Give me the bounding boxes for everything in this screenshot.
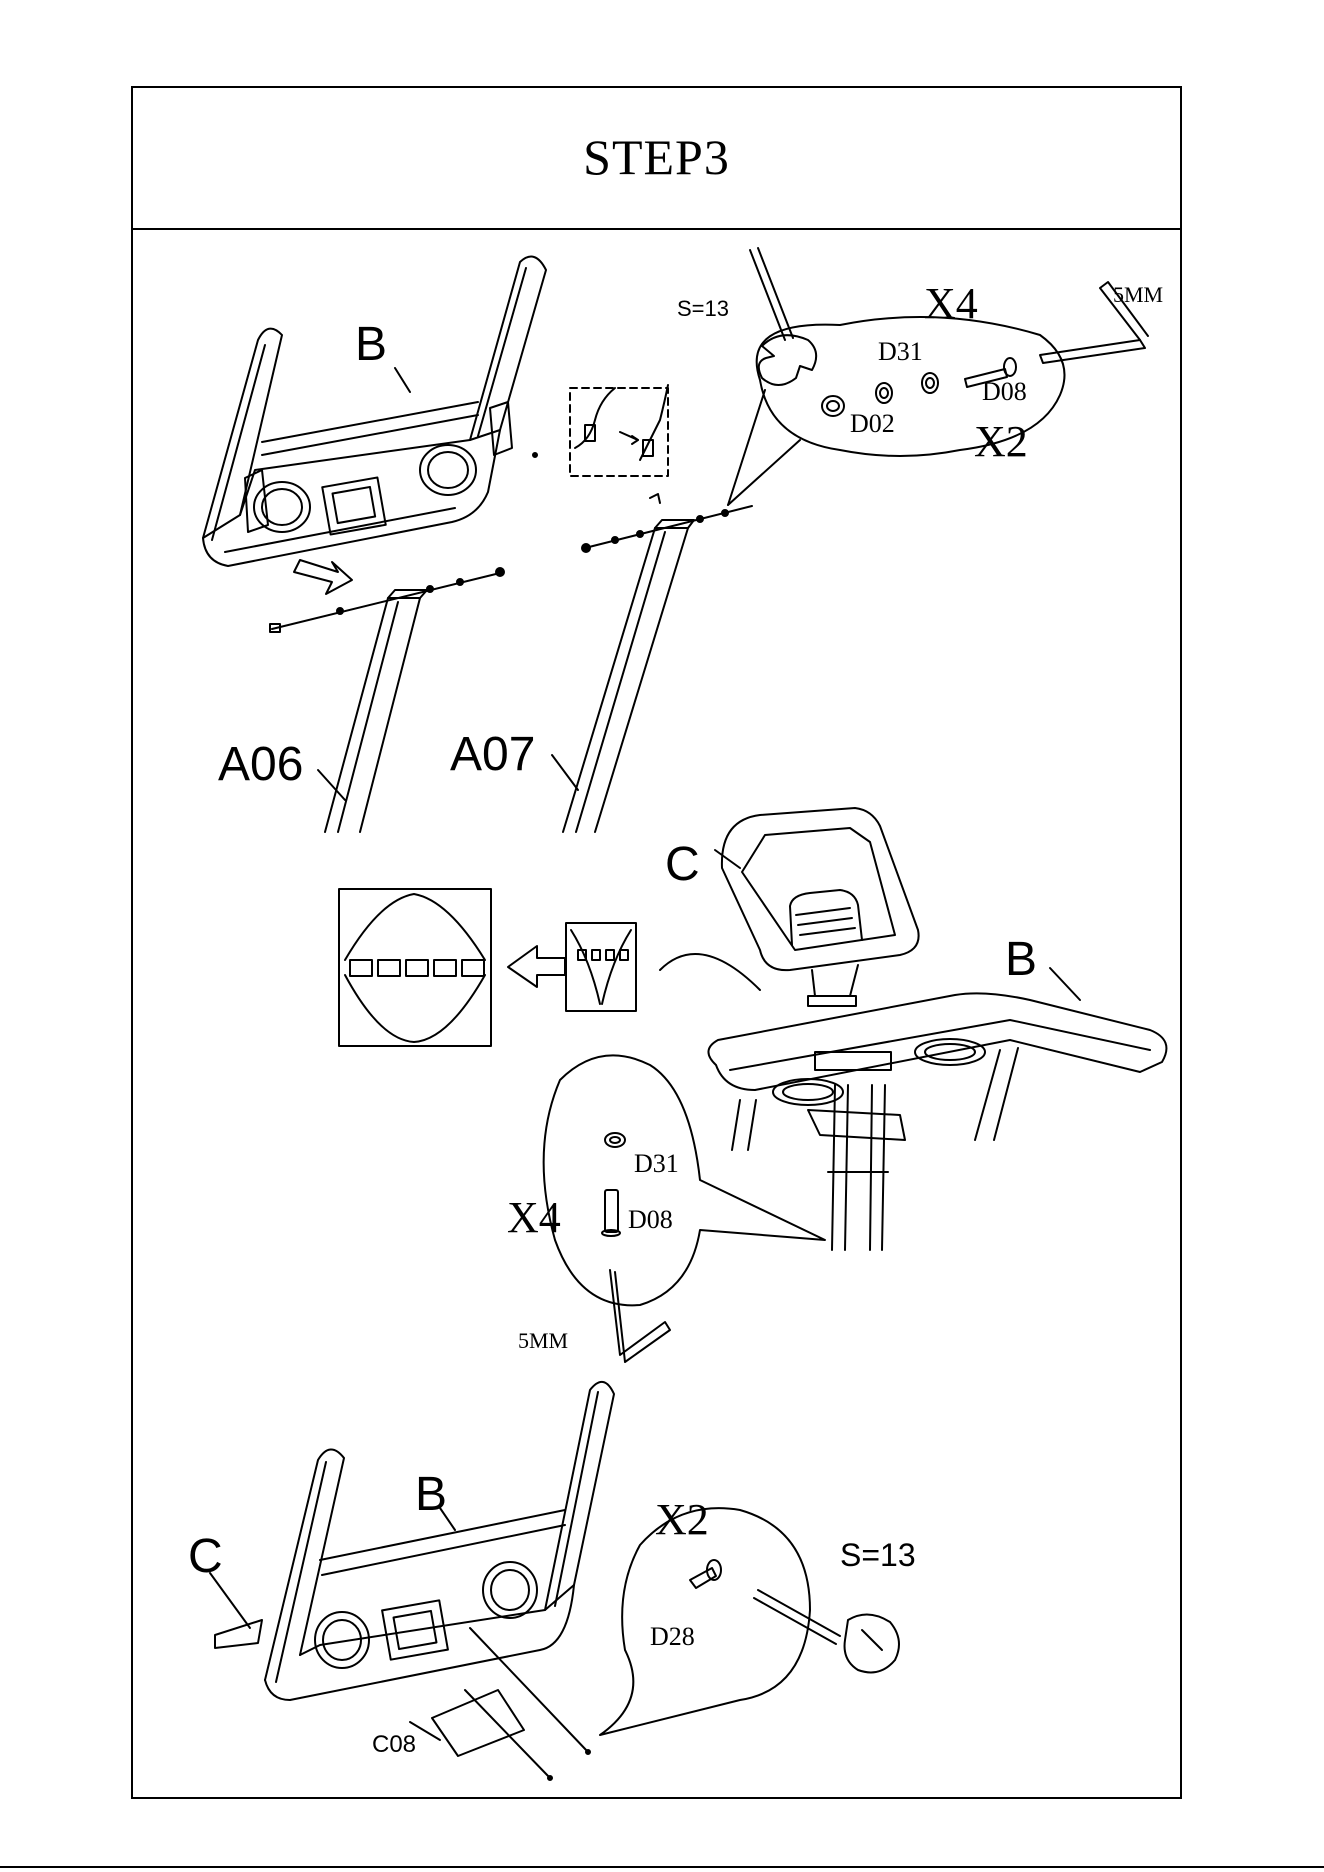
- console-connectors: [808, 965, 858, 1006]
- bolt-assembly-a07: [582, 494, 752, 552]
- bottom-screws: [465, 1628, 590, 1780]
- label-c-bottom: C: [188, 1530, 223, 1583]
- label-leaders: [210, 368, 1080, 1740]
- label-qty-x4-middle: X4: [507, 1193, 561, 1242]
- wire-connector-detail: [570, 385, 668, 476]
- handlebar-frame-b-top: [203, 257, 546, 566]
- label-b-middle: B: [1005, 933, 1037, 986]
- console-c-middle: [722, 808, 919, 970]
- label-a06: A06: [218, 738, 303, 791]
- label-qty-x2-bottom: X2: [655, 1495, 709, 1544]
- label-d02-top: D02: [850, 409, 895, 438]
- label-d28: D28: [650, 1622, 695, 1651]
- label-a07: A07: [450, 728, 535, 781]
- label-d31-top: D31: [878, 337, 923, 366]
- console-c-bottom: [215, 1620, 262, 1648]
- label-d31-middle: D31: [634, 1149, 679, 1178]
- cover-c08: [432, 1690, 524, 1756]
- connector-detail-small: [566, 923, 636, 1011]
- label-wrench-top: S=13: [677, 296, 729, 321]
- handlebar-frame-b-bottom: [265, 1382, 614, 1700]
- left-arrow: [508, 946, 565, 987]
- label-allen-top: 5MM: [1113, 282, 1163, 307]
- page-footer-rule: [0, 1866, 1324, 1868]
- label-c-middle: C: [665, 838, 700, 891]
- connection-arrow-curve: [660, 954, 760, 990]
- label-qty-x2-top: X2: [974, 417, 1028, 466]
- label-allen-middle: 5MM: [518, 1328, 568, 1353]
- direction-arrow: [294, 560, 352, 594]
- label-c08: C08: [372, 1731, 416, 1758]
- label-wrench-bottom: S=13: [840, 1537, 916, 1573]
- upright-a07: [563, 520, 694, 832]
- middle-bolts: [828, 1085, 888, 1250]
- connector-detail-large: [339, 889, 491, 1046]
- label-b-bottom: B: [415, 1468, 447, 1521]
- label-qty-x4-top: X4: [924, 279, 978, 328]
- label-d08-top: D08: [982, 377, 1027, 406]
- label-b-top: B: [355, 318, 387, 371]
- handlebar-frame-b-middle: [708, 993, 1166, 1150]
- label-d08-middle: D08: [628, 1205, 673, 1234]
